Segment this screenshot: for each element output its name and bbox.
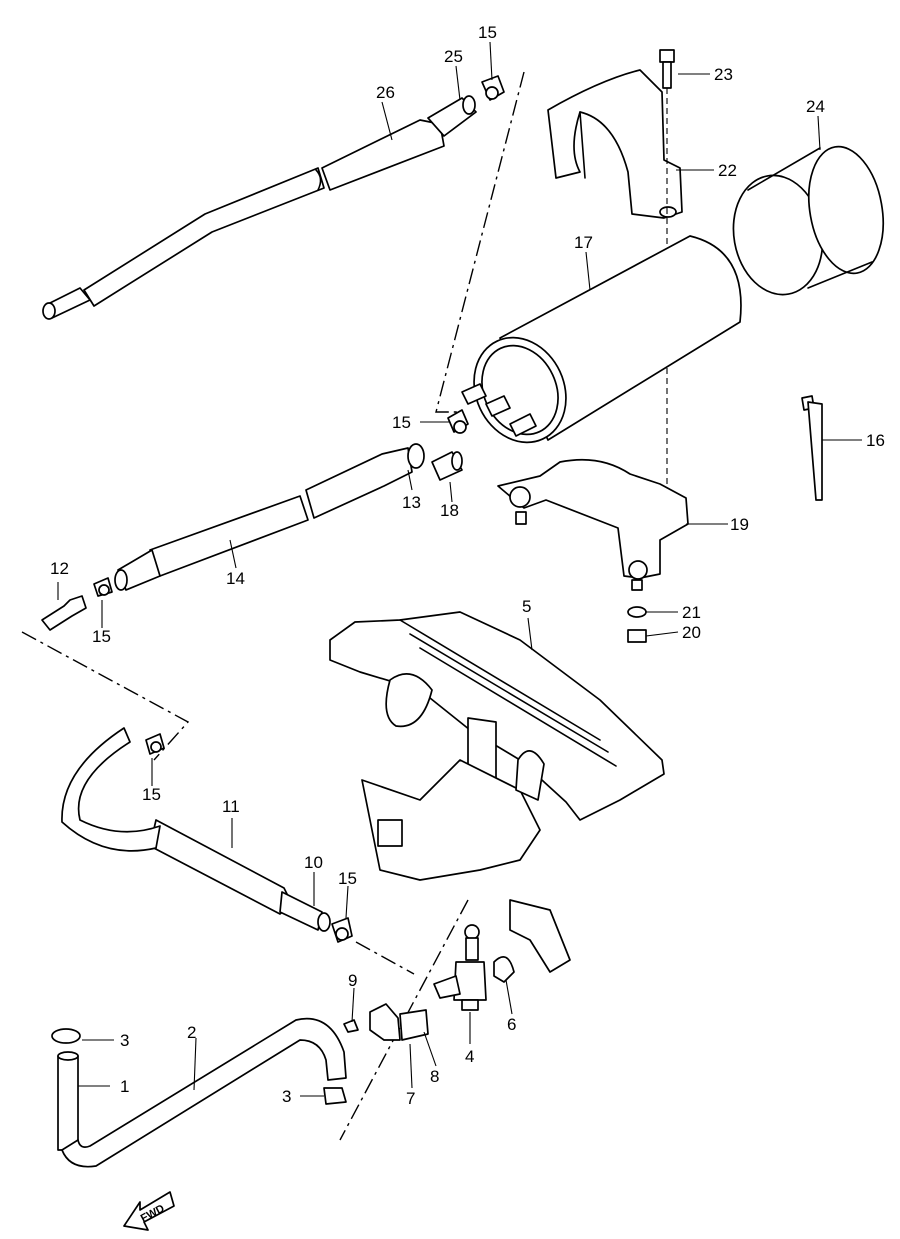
callout-10: 10 xyxy=(304,853,323,872)
clamp-15-canister xyxy=(447,409,469,434)
hose-26 xyxy=(42,119,445,320)
callout-24: 24 xyxy=(806,97,825,116)
callout-22: 22 xyxy=(718,161,737,180)
callout-7: 7 xyxy=(406,1089,415,1108)
callout-9: 9 xyxy=(348,971,357,990)
hose-2 xyxy=(61,1017,347,1168)
callout-13: 13 xyxy=(402,493,421,512)
connector-12 xyxy=(41,595,87,631)
nut-20 xyxy=(627,629,647,643)
hose-11 xyxy=(61,727,293,915)
fwd-arrow: FWD xyxy=(123,1191,175,1231)
leader-lines xyxy=(57,41,862,1097)
clamp-3-bottom xyxy=(323,1087,347,1105)
hose-14 xyxy=(114,495,309,591)
callout-21: 21 xyxy=(682,603,701,622)
clip-7 xyxy=(369,1003,401,1041)
clip-8 xyxy=(399,1009,429,1041)
callout-11: 11 xyxy=(222,797,240,816)
callout-12: 12 xyxy=(50,559,69,578)
callout-18: 18 xyxy=(440,501,459,520)
bracket-19 xyxy=(497,458,689,591)
callout-4: 4 xyxy=(465,1047,474,1066)
callout-15: 15 xyxy=(392,413,411,432)
bracket-22 xyxy=(547,69,683,219)
cap-18 xyxy=(431,451,463,481)
hose-10 xyxy=(279,891,331,932)
clamp-15-top xyxy=(481,75,505,101)
callout-6: 6 xyxy=(507,1015,516,1034)
callout-5: 5 xyxy=(522,597,531,616)
clip-6 xyxy=(493,956,515,983)
callout-26: 26 xyxy=(376,83,395,102)
callout-15: 15 xyxy=(142,785,161,804)
hose-25 xyxy=(427,95,477,137)
callout-19: 19 xyxy=(730,515,749,534)
canister-17 xyxy=(461,235,742,444)
callout-17: 17 xyxy=(574,233,593,252)
callout-23: 23 xyxy=(714,65,733,84)
hose-1 xyxy=(57,1051,79,1151)
strap-16 xyxy=(801,395,823,501)
callout-2: 2 xyxy=(187,1023,196,1042)
valve-4 xyxy=(433,924,487,1011)
callout-14: 14 xyxy=(226,569,245,588)
clamp-15-left xyxy=(93,577,113,597)
bracket-5 xyxy=(329,611,665,973)
ring-24 xyxy=(732,145,885,296)
callout-25: 25 xyxy=(444,47,463,66)
clamp-15-bottom xyxy=(331,917,353,943)
bolt-23 xyxy=(659,49,675,89)
callout-labels: 1 2 3 3 4 5 6 7 8 9 10 11 12 13 14 15 15… xyxy=(50,23,885,1108)
callout-3: 3 xyxy=(282,1087,291,1106)
callout-3: 3 xyxy=(120,1031,129,1050)
callout-15: 15 xyxy=(338,869,357,888)
bolt-9 xyxy=(343,1019,359,1033)
hose-13 xyxy=(305,443,425,519)
clamp-3-top xyxy=(51,1028,81,1044)
callout-8: 8 xyxy=(430,1067,439,1086)
washer-21 xyxy=(627,606,647,618)
clamp-15-bottom-left xyxy=(145,733,165,755)
callout-20: 20 xyxy=(682,623,701,642)
fwd-label: FWD xyxy=(139,1202,167,1224)
callout-15: 15 xyxy=(92,627,111,646)
callout-16: 16 xyxy=(866,431,885,450)
callout-1: 1 xyxy=(120,1077,129,1096)
callout-15: 15 xyxy=(478,23,497,42)
